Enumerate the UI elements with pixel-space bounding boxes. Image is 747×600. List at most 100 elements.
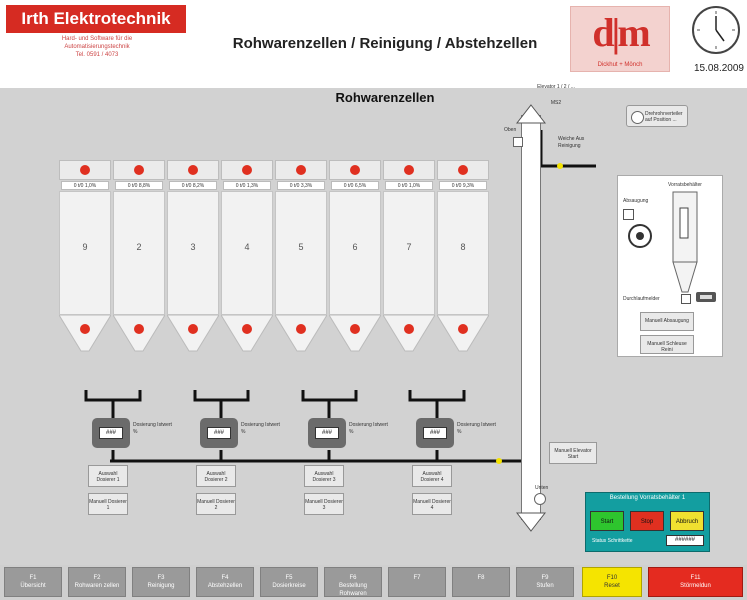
silo-hopper <box>59 315 111 352</box>
silo-body <box>275 191 327 315</box>
page-title: Rohwarenzellen / Reinigung / Abstehzelle… <box>232 35 538 52</box>
silo-number: 8 <box>460 242 466 252</box>
silo-level-readout: 0 t/0 1,0% <box>385 181 433 190</box>
silo-number: 2 <box>136 242 142 252</box>
position-lamp-icon <box>631 111 644 124</box>
top-position-label: Oben <box>504 127 517 133</box>
silo-number: 9 <box>82 242 88 252</box>
status-lamp-icon <box>80 165 90 175</box>
exhaust-label: Absaugung <box>623 198 649 204</box>
panel-title: Vorratsbehälter <box>668 182 702 188</box>
silo-level-readout: 0 t/0 9,3% <box>439 181 487 190</box>
fkey-f4-label: Abstehzellen <box>207 583 243 589</box>
silo-hopper <box>383 315 435 352</box>
silo-level-readout: 0 t/0 1,0% <box>61 181 109 190</box>
fkey-f8-button[interactable]: F8 <box>452 567 510 597</box>
select-dosing-3-button[interactable]: Auswahl Dosierer 3 <box>304 465 344 487</box>
bottom-position-indicator <box>534 493 546 505</box>
dosing-motor-3[interactable]: ### <box>308 418 346 448</box>
silo-body <box>113 191 165 315</box>
dosing-motor-4[interactable]: ### <box>416 418 454 448</box>
fkey-f3-label: Reinigung <box>147 583 175 589</box>
manual-lock-button[interactable]: Manuell Schleuse Reini <box>640 335 694 354</box>
bottom-position-label: Unten <box>535 485 549 491</box>
silo-hopper <box>275 315 327 352</box>
silo-number: 5 <box>298 242 304 252</box>
fkey-f2-code: F2 <box>93 575 101 581</box>
manual-dosing-1-button[interactable]: Manuell Dosierer 1 <box>88 493 128 515</box>
storage-panel: Vorratsbehälter Absaugung Durchlaufmelde… <box>617 175 723 357</box>
dosing-motor-2[interactable]: ### <box>200 418 238 448</box>
stop-button[interactable]: Stop <box>630 511 664 531</box>
status-lamp-icon <box>242 165 252 175</box>
silo-hopper <box>437 315 489 352</box>
silo-body <box>167 191 219 315</box>
fkey-f7-button[interactable]: F7 <box>388 567 446 597</box>
manual-dosing-2-button[interactable]: Manuell Dosierer 2 <box>196 493 236 515</box>
company-logo-mark: d|m <box>592 10 650 55</box>
dosing-motor-1[interactable]: ### <box>92 418 130 448</box>
top-position-indicator <box>513 137 523 147</box>
fkey-f6-code: F6 <box>349 575 357 581</box>
brand-logo: Irth Elektrotechnik <box>6 5 186 33</box>
fkey-f9-code: F9 <box>541 575 549 581</box>
pipe-label-line-1: Weiche Aus <box>558 136 585 142</box>
silo-number: 3 <box>190 242 196 252</box>
fkey-f1-label: Übersicht <box>20 583 46 589</box>
silo-hopper <box>113 315 165 352</box>
control-title: Bestellung Vorratsbehälter 1 <box>609 495 686 501</box>
fkey-f11-label: Störmeldun <box>680 583 711 589</box>
select-dosing-4-button[interactable]: Auswahl Dosierer 4 <box>412 465 452 487</box>
manual-exhaust-button[interactable]: Manuell Absaugung <box>640 312 694 331</box>
flow-marker-2 <box>557 163 563 169</box>
exhaust-checkbox[interactable] <box>623 209 634 220</box>
fkey-f7-code: F7 <box>413 575 421 581</box>
pipe-label: Weiche Aus Reinigung <box>558 136 603 150</box>
fan-icon <box>628 224 652 248</box>
elevator-manual-button[interactable]: Manuell Elevator Start <box>549 442 597 464</box>
motor-display: ### <box>207 427 231 439</box>
abort-button[interactable]: Abbruch <box>670 511 704 531</box>
sensor-icon <box>696 292 716 302</box>
flow-detector-indicator <box>681 294 691 304</box>
silo-hopper <box>167 315 219 352</box>
company-logo-text: Dickhut + Mönch <box>597 62 643 68</box>
select-dosing-2-button[interactable]: Auswahl Dosierer 2 <box>196 465 236 487</box>
select-dosing-1-button[interactable]: Auswahl Dosierer 1 <box>88 465 128 487</box>
position-button-label: Drehrohrverteiler auf Position ... <box>645 111 683 123</box>
motor-display: ### <box>423 427 447 439</box>
manual-dosing-4-button[interactable]: Manuell Dosierer 4 <box>412 493 452 515</box>
brand-tagline-2: Automatisierungstechnik <box>64 44 130 50</box>
silo-body <box>383 191 435 315</box>
start-button[interactable]: Start <box>590 511 624 531</box>
brand-tagline-1: Hard- und Software für die <box>61 36 133 42</box>
silo-level-readout: 0 t/0 1,3% <box>223 181 271 190</box>
silo-body <box>437 191 489 315</box>
status-lamp-icon <box>458 165 468 175</box>
elevator-label: Elevator 1 / 2 / ... <box>537 84 575 90</box>
flow-detector-label: Durchlaufmelder <box>623 296 660 302</box>
elevator-sub-label: MS2 <box>550 100 562 106</box>
motor-label: Dosierung Istwert % <box>133 422 172 435</box>
motor-label: Dosierung Istwert % <box>349 422 388 435</box>
silo-level-readout: 0 t/0 3,3% <box>277 181 325 190</box>
silo-number: 6 <box>352 242 358 252</box>
manual-dosing-3-button[interactable]: Manuell Dosierer 3 <box>304 493 344 515</box>
position-button[interactable]: Drehrohrverteiler auf Position ... <box>626 105 688 127</box>
company-logo: d|m Dickhut + Mönch <box>570 6 670 72</box>
silo-body <box>221 191 273 315</box>
motor-display: ### <box>99 427 123 439</box>
fkey-f4-code: F4 <box>221 575 229 581</box>
fkey-f9-label: Stufen <box>536 583 554 589</box>
silo-number: 4 <box>244 242 250 252</box>
status-lamp-icon <box>404 165 414 175</box>
